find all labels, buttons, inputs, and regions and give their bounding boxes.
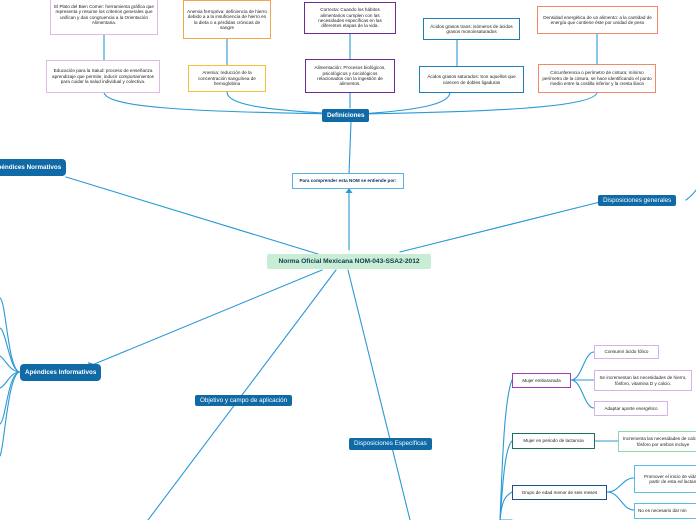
label-disposiciones-especificas[interactable]: Disposiciones Específicas <box>349 438 432 450</box>
node-mujer-embarazada-text: Mujer embarazada <box>522 377 561 383</box>
definition-acidos-saturados[interactable]: Ácidos grasos saturados: Son aquellos qu… <box>419 66 524 93</box>
central-topic[interactable]: Norma Oficial Mexicana NOM-043-SSA2-2012 <box>267 254 431 269</box>
definition-acidos-trans-text: Ácidos grasos trans: isómeros de ácidos … <box>430 23 513 34</box>
label-objetivo[interactable]: Objetivo y campo de aplicación <box>195 395 293 406</box>
node-incrementa-necesidades[interactable]: Incrementa las necesidades de calcio y f… <box>618 431 696 452</box>
definition-correcta[interactable]: Correcta: Cuando los hábitos alimentario… <box>304 2 396 34</box>
definition-plato[interactable]: El Plato del Bien Comer: herramienta grá… <box>50 0 158 35</box>
node-promover-text: Promover el inicio de vida. A partir de … <box>644 473 696 484</box>
definition-alimentacion-text: Alimentación: Procesos biológicos, psico… <box>314 65 386 87</box>
definition-anemia-text: Anemia: reducción de la concentración sa… <box>198 70 256 87</box>
definition-anemia[interactable]: Anemia: reducción de la concentración sa… <box>188 65 266 92</box>
node-mujer-embarazada[interactable]: Mujer embarazada <box>512 373 571 388</box>
definition-circunferencia-text: Circunferencia o perímetro de cintura: m… <box>542 70 652 87</box>
node-consumir-folico-text: Consumir ácido fólico <box>604 349 649 355</box>
node-adaptar-text: Adaptar aporte energético <box>604 405 658 411</box>
definition-anemia-ferropriva-text: Anemia ferropriva: deficiencia de hierro… <box>187 8 267 30</box>
definition-densidad[interactable]: Densidad energética de un alimento: a la… <box>537 6 658 34</box>
label-disposiciones-generales[interactable]: Disposiciones generales <box>598 195 677 206</box>
node-incrementa-necesidades-text: Incrementa las necesidades de calcio y f… <box>622 436 696 447</box>
node-incrementan[interactable]: Se incrementan las necesidades de hierro… <box>594 370 692 391</box>
node-consumir-folico[interactable]: Consumir ácido fólico <box>594 345 659 359</box>
para-comprender-box[interactable]: Para comprender esta NOM se entiende por… <box>292 173 404 189</box>
label-apendices-normativos[interactable]: Apéndices Normativos <box>0 159 67 176</box>
definition-anemia-ferropriva[interactable]: Anemia ferropriva: deficiencia de hierro… <box>183 0 271 39</box>
node-promover[interactable]: Promover el inicio de vida. A partir de … <box>634 465 696 493</box>
node-incrementan-text: Se incrementan las necesidades de hierro… <box>599 375 687 386</box>
node-grupo-edad-text: Grupo de edad menor de seis meses <box>521 489 598 495</box>
definition-plato-text: El Plato del Bien Comer: herramienta grá… <box>54 3 154 25</box>
definition-circunferencia[interactable]: Circunferencia o perímetro de cintura: m… <box>538 64 656 93</box>
label-definiciones[interactable]: Definiciones <box>322 109 370 122</box>
definition-educacion[interactable]: Educación para la Salud: proceso de ense… <box>46 60 160 93</box>
node-no-necesario-text: No es necesario dar nin <box>638 508 687 514</box>
definition-acidos-saturados-text: Ácidos grasos saturados: Son aquellos qu… <box>427 74 516 85</box>
definition-alimentacion[interactable]: Alimentación: Procesos biológicos, psico… <box>305 59 395 93</box>
node-no-necesario[interactable]: No es necesario dar nin <box>634 503 696 519</box>
node-grupo-edad[interactable]: Grupo de edad menor de seis meses <box>512 485 607 500</box>
definition-correcta-text: Correcta: Cuando los hábitos alimentario… <box>318 7 382 29</box>
node-mujer-lactancia-text: Mujer en periodo de lactancia <box>523 438 584 444</box>
label-apendices-informativos[interactable]: Apéndices Informativos <box>20 364 102 381</box>
definition-densidad-text: Densidad energética de un alimento: a la… <box>543 14 652 25</box>
definition-educacion-text: Educación para la Salud: proceso de ense… <box>52 68 154 85</box>
definition-acidos-trans[interactable]: Ácidos grasos trans: isómeros de ácidos … <box>423 18 520 40</box>
node-adaptar[interactable]: Adaptar aporte energético <box>594 401 668 416</box>
node-mujer-lactancia[interactable]: Mujer en periodo de lactancia <box>512 433 595 449</box>
